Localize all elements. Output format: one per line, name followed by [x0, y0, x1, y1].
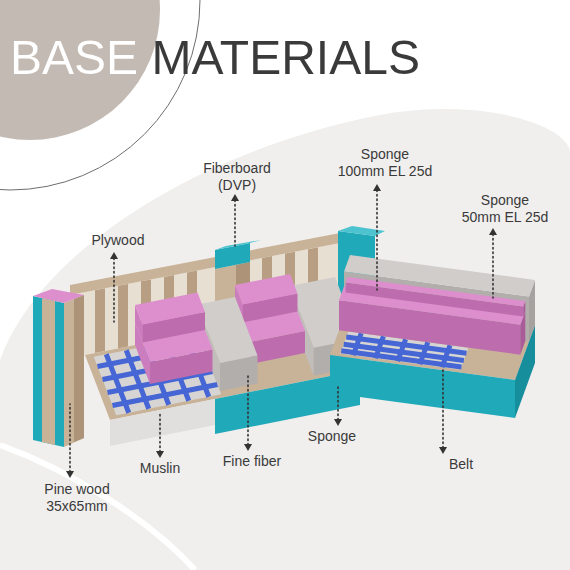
- arrowhead: [156, 451, 164, 458]
- part-label: Pine wood 35x65mm: [37, 481, 117, 515]
- belt-strip: [106, 354, 129, 413]
- pine-post: [42, 298, 55, 445]
- part-label: Plywood: [78, 232, 158, 249]
- leader-line: [159, 414, 161, 452]
- left-arm: [33, 289, 84, 447]
- part-label: Muslin: [125, 460, 195, 477]
- background-arc: [0, 445, 195, 570]
- belt-strip: [420, 342, 428, 364]
- belt-strip: [442, 345, 450, 367]
- arrowhead: [373, 184, 381, 191]
- fiberboard-block-top: [215, 240, 261, 250]
- arrowhead: [110, 252, 118, 259]
- corner-post-top: [338, 226, 385, 236]
- corner-arc: [0, 0, 200, 190]
- arrowhead: [66, 471, 74, 478]
- leader-arrows: [66, 184, 497, 478]
- arrowhead: [489, 228, 497, 235]
- left-seat: [85, 274, 360, 446]
- leader-line: [113, 258, 115, 322]
- leader-line: [492, 234, 494, 298]
- arrowhead: [439, 447, 447, 454]
- part-label: Sponge: [297, 428, 367, 445]
- part-label: Sponge 100mm EL 25d: [337, 146, 434, 180]
- arrowhead: [244, 444, 252, 451]
- sponge-top: [346, 277, 526, 307]
- fiberboard-block: [215, 243, 250, 269]
- part-label: Belt: [436, 456, 486, 473]
- arm-front: [33, 296, 64, 447]
- leader-line: [69, 404, 71, 472]
- chaise: [330, 255, 535, 418]
- arrowhead: [231, 194, 239, 201]
- arrowhead: [334, 419, 342, 426]
- title: BASE MATERIALS: [10, 34, 420, 82]
- part-label: Fine fiber: [212, 453, 292, 470]
- belt-strip: [375, 336, 383, 358]
- leader-line: [376, 190, 378, 290]
- pine-post: [64, 295, 84, 447]
- sponge-top: [235, 274, 298, 305]
- leader-line: [442, 368, 444, 448]
- leader-line: [247, 375, 249, 445]
- sponge-top: [135, 293, 205, 325]
- slat: [95, 288, 105, 353]
- part-label: Fiberboard (DVP): [195, 160, 280, 194]
- arm-top: [33, 289, 84, 303]
- leader-line: [337, 385, 339, 420]
- background-swoosh: [0, 109, 570, 570]
- slat: [118, 284, 128, 349]
- part-label: Sponge 50mm EL 25d: [461, 192, 550, 226]
- belt-strip: [353, 333, 361, 355]
- leader-line: [234, 200, 236, 246]
- leader-lines: [70, 190, 493, 472]
- belt-strip: [398, 339, 406, 361]
- pine-post-shade: [74, 295, 84, 442]
